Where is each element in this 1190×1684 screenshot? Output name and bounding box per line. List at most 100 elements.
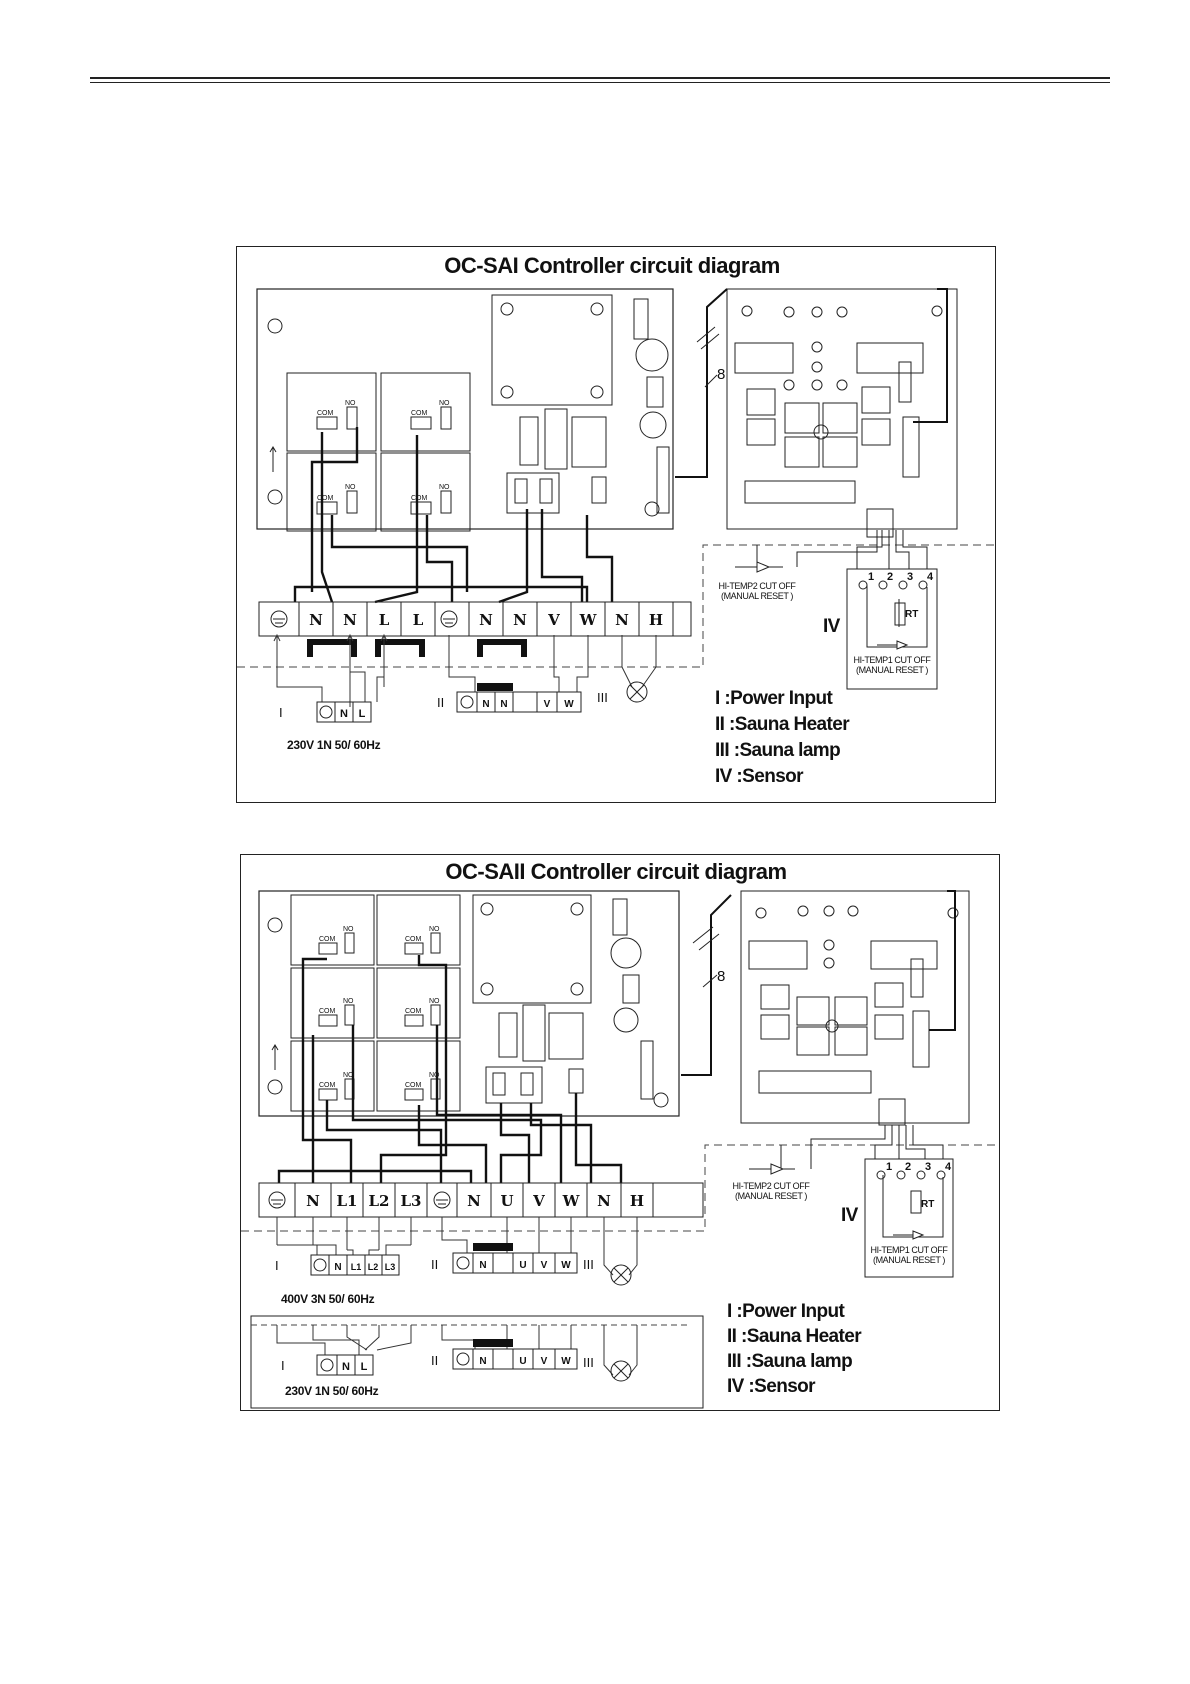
sensor-pin xyxy=(898,580,908,590)
terminal-label: L2 xyxy=(369,1192,390,1210)
fuse-icon xyxy=(877,640,909,650)
sensor-pin-label: 3 xyxy=(925,1161,931,1173)
supply-terminal-label: N xyxy=(342,1361,350,1373)
relay-no-label: NO xyxy=(439,400,450,407)
relay-no-label: NO xyxy=(343,926,354,933)
diagram-oc-sai-svg: OC-SAI Controller circuit diagram COM CO… xyxy=(237,253,995,787)
heater-jumper xyxy=(473,1339,513,1347)
earth-icon xyxy=(460,695,474,709)
relay-com-label: COM xyxy=(319,1082,336,1089)
hitemp2-label: HI-TEMP2 CUT OFF xyxy=(719,581,797,591)
hitemp1-reset: (MANUAL RESET ) xyxy=(856,665,928,675)
sensor-cable xyxy=(929,890,956,1031)
sensor-pin-label: 3 xyxy=(907,571,913,583)
relay-com-label: COM xyxy=(319,936,336,943)
relay-com-label: COM xyxy=(319,1008,336,1015)
terminal-label: V xyxy=(547,611,560,629)
sensor-cable xyxy=(913,288,948,423)
diagram-oc-saii-svg: OC-SAII Controller circuit diagram COM C… xyxy=(241,859,999,1409)
mount-hole xyxy=(267,489,283,505)
rt-label: RT xyxy=(905,609,918,620)
sensor-module xyxy=(846,568,938,690)
heater-terminal-label: V xyxy=(544,699,551,710)
heater-terminal-label: U xyxy=(519,1356,526,1367)
fuse-icon xyxy=(749,1163,785,1175)
heater-terminal-label: W xyxy=(564,699,574,710)
relay-arrow xyxy=(271,1044,279,1070)
relay-block xyxy=(286,372,471,532)
legend-power-input: I :Power Input xyxy=(727,1301,845,1322)
earth-icon xyxy=(270,610,458,628)
fuse-icon xyxy=(893,1230,925,1240)
terminal-label: W xyxy=(579,611,598,629)
ribbon-cable xyxy=(675,288,728,478)
header-rule-top xyxy=(90,77,1110,79)
mount-hole xyxy=(644,501,660,517)
relay-no-label: NO xyxy=(429,998,440,1005)
supply-terminal-label: L xyxy=(359,708,366,720)
transformer xyxy=(472,894,654,1104)
lamp-icon xyxy=(610,1360,632,1382)
legend-sauna-heater: II :Sauna Heater xyxy=(727,1326,862,1347)
hitemp2-reset: (MANUAL RESET ) xyxy=(735,1191,807,1201)
relay-com-label: COM xyxy=(405,1008,422,1015)
relay-no-label: NO xyxy=(343,1072,354,1079)
legend-sensor: IV :Sensor xyxy=(727,1376,816,1397)
relay-no-label: NO xyxy=(343,998,354,1005)
roman-label: I xyxy=(281,1358,285,1373)
terminal-label: H xyxy=(630,1192,644,1210)
legend-sensor: IV :Sensor xyxy=(715,766,804,787)
supply-terminal-label: L xyxy=(361,1361,368,1373)
diagram-title: OC-SAII Controller circuit diagram xyxy=(445,859,786,884)
external-arrows xyxy=(276,1217,638,1276)
heater-terminal-label: V xyxy=(541,1356,548,1367)
heater-terminal xyxy=(452,1348,578,1370)
roman-label: II xyxy=(431,1353,438,1368)
terminal-dividers xyxy=(294,1183,654,1217)
sensor-wiring xyxy=(874,1125,944,1238)
relay-com-label: COM xyxy=(405,1082,422,1089)
sensor-board xyxy=(726,288,958,538)
sensor-board xyxy=(740,890,970,1126)
sensor-module xyxy=(864,1158,954,1278)
earth-icon xyxy=(456,1256,470,1270)
roman-label: I xyxy=(279,705,283,720)
sensor-pin-label: 4 xyxy=(945,1161,952,1173)
roman-label: III xyxy=(597,690,608,705)
lamp-icon xyxy=(610,1264,632,1286)
roman-label: III xyxy=(583,1355,594,1370)
mount-hole xyxy=(267,917,283,933)
legend-sauna-lamp: III :Sauna lamp xyxy=(727,1351,852,1372)
hitemp1-label: HI-TEMP1 CUT OFF xyxy=(854,655,932,665)
terminal-label: N xyxy=(513,611,527,629)
mount-hole xyxy=(653,1092,669,1108)
heater-terminal-label: W xyxy=(561,1260,571,1271)
earth-icon xyxy=(319,705,333,719)
cable-count-tick xyxy=(704,374,718,388)
supply-terminal xyxy=(316,701,372,723)
main-board xyxy=(256,288,674,530)
heater-terminal-label: N xyxy=(479,1356,486,1367)
terminal-label: N xyxy=(343,611,357,629)
hitemp2-reset: (MANUAL RESET ) xyxy=(721,591,793,601)
sensor-pin-label: 2 xyxy=(887,571,893,583)
sensor-pin xyxy=(896,1170,906,1180)
relay-no-label: NO xyxy=(429,1072,440,1079)
relay-com-label: COM xyxy=(411,410,428,417)
hitemp2-wiring xyxy=(780,1125,886,1170)
heater-terminal-label: N xyxy=(500,699,507,710)
relay-com-label: COM xyxy=(405,936,422,943)
terminal-block xyxy=(258,601,692,637)
supply-rating: 400V 3N 50/ 60Hz xyxy=(281,1292,375,1306)
lamp-icon xyxy=(626,681,648,703)
supply-rating: 230V 1N 50/ 60Hz xyxy=(287,738,381,752)
heater-terminal-label: V xyxy=(541,1260,548,1271)
internal-wiring xyxy=(293,427,614,604)
relay-no-label: NO xyxy=(345,400,356,407)
terminal-label: N xyxy=(309,611,323,629)
relay-arrow xyxy=(269,446,277,472)
sensor-id-label: IV xyxy=(841,1205,859,1226)
mount-hole xyxy=(267,1079,283,1095)
supply-terminal-label: L2 xyxy=(368,1262,379,1272)
terminal-dividers xyxy=(298,602,674,636)
